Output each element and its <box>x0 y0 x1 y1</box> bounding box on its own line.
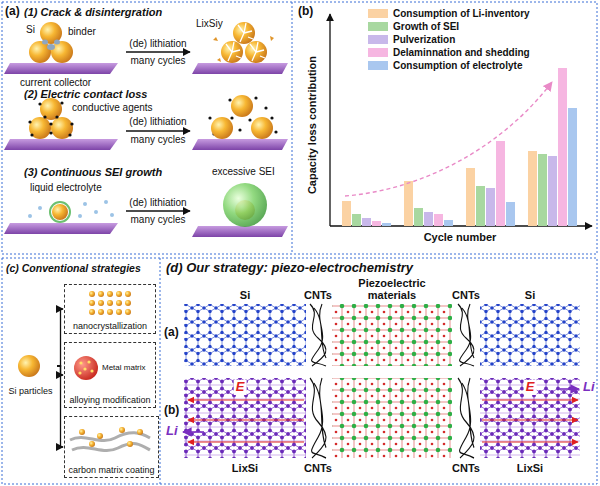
annotation: Si <box>26 24 35 36</box>
ion-label: Li <box>166 424 178 439</box>
legend-text: Delaminnation and shedding <box>393 47 530 58</box>
legend-text: Pulverization <box>393 34 455 45</box>
field-label: E <box>234 380 247 395</box>
node-text: Si particles <box>8 386 52 396</box>
legend-swatch <box>368 48 388 57</box>
legend-row: Delaminnation and shedding <box>368 47 530 58</box>
strategy-box: carbon matrix coating <box>64 416 159 478</box>
branch-arrow <box>57 366 63 447</box>
lattice-label: CNTs <box>452 462 480 475</box>
legend-row: Growth of SEI <box>368 21 459 32</box>
panel-title: (d) Our strategy: piezo-electrochemistry <box>166 261 413 276</box>
legend-row: Consumption of Li-inventory <box>368 8 530 19</box>
legend-swatch <box>368 22 388 31</box>
lattice-label: CNTs <box>304 289 332 302</box>
panel-letter: (a) <box>5 5 20 19</box>
annotation: binder <box>68 26 96 38</box>
strategy-box: nanocrystallization <box>64 284 156 334</box>
legend-row: Consumption of electrolyte <box>368 60 522 71</box>
legend-swatch <box>368 9 388 18</box>
legend-text: Growth of SEI <box>393 21 459 32</box>
capacity-loss-chart <box>330 14 592 226</box>
annotation: many cycles <box>130 214 185 226</box>
panel-letter: (b) <box>298 5 313 19</box>
row-heading: (2) Electric contact loss <box>24 88 148 101</box>
annotation: conductive agents <box>72 102 153 114</box>
annotation: (de) lithiation <box>129 116 186 128</box>
annotation: (de) lithiation <box>129 38 186 50</box>
node-text: alloying modification <box>69 395 150 405</box>
annotation: LixSiy <box>196 18 223 30</box>
row-heading: (3) Continuous SEI growth <box>24 166 162 179</box>
lattice-label: LixSi <box>517 462 543 475</box>
axis-title: Cycle number <box>424 231 497 244</box>
node-text: nanocrystallization <box>73 321 147 331</box>
annotation: excessive SEI <box>212 166 275 178</box>
legend-swatch <box>368 61 388 70</box>
legend-text: Consumption of Li-inventory <box>393 8 530 19</box>
lattice-label: Si <box>240 289 250 302</box>
field-label: E <box>524 380 537 395</box>
callout-text: Metal matrix <box>102 363 146 372</box>
node-text: carbon matrix coating <box>68 465 154 475</box>
annotation: current collector <box>20 77 91 89</box>
row-heading: (1) Crack & disintergration <box>24 6 162 19</box>
panel-letter: (b) <box>164 404 179 418</box>
axis-title: Capacity loss contribution <box>306 56 319 194</box>
branch-arrow <box>57 309 63 366</box>
si-particle: Si particles <box>4 352 57 398</box>
lattice-label: CNTs <box>304 462 332 475</box>
piezo-lattice <box>183 304 580 458</box>
legend-text: Consumption of electrolyte <box>393 60 522 71</box>
legend-row: Pulverization <box>368 34 455 45</box>
lattice-label: Si <box>525 289 535 302</box>
annotation: many cycles <box>130 55 185 67</box>
panel-heading: (c) Conventional strategies <box>6 262 141 274</box>
annotation: liquid electrolyte <box>30 182 102 194</box>
ion-label: Li <box>583 380 595 395</box>
annotation: many cycles <box>130 134 185 146</box>
annotation: (de) lithiation <box>129 197 186 209</box>
strategy-box: alloying modification <box>64 342 156 408</box>
degradation-illustration <box>4 22 288 237</box>
lattice-label: Piezoelectric materials <box>347 277 437 301</box>
lattice-label: LixSi <box>232 462 258 475</box>
panel-letter: (a) <box>164 326 179 340</box>
lattice-label: CNTs <box>452 289 480 302</box>
strategy-illustrations <box>18 291 150 451</box>
legend-swatch <box>368 35 388 44</box>
